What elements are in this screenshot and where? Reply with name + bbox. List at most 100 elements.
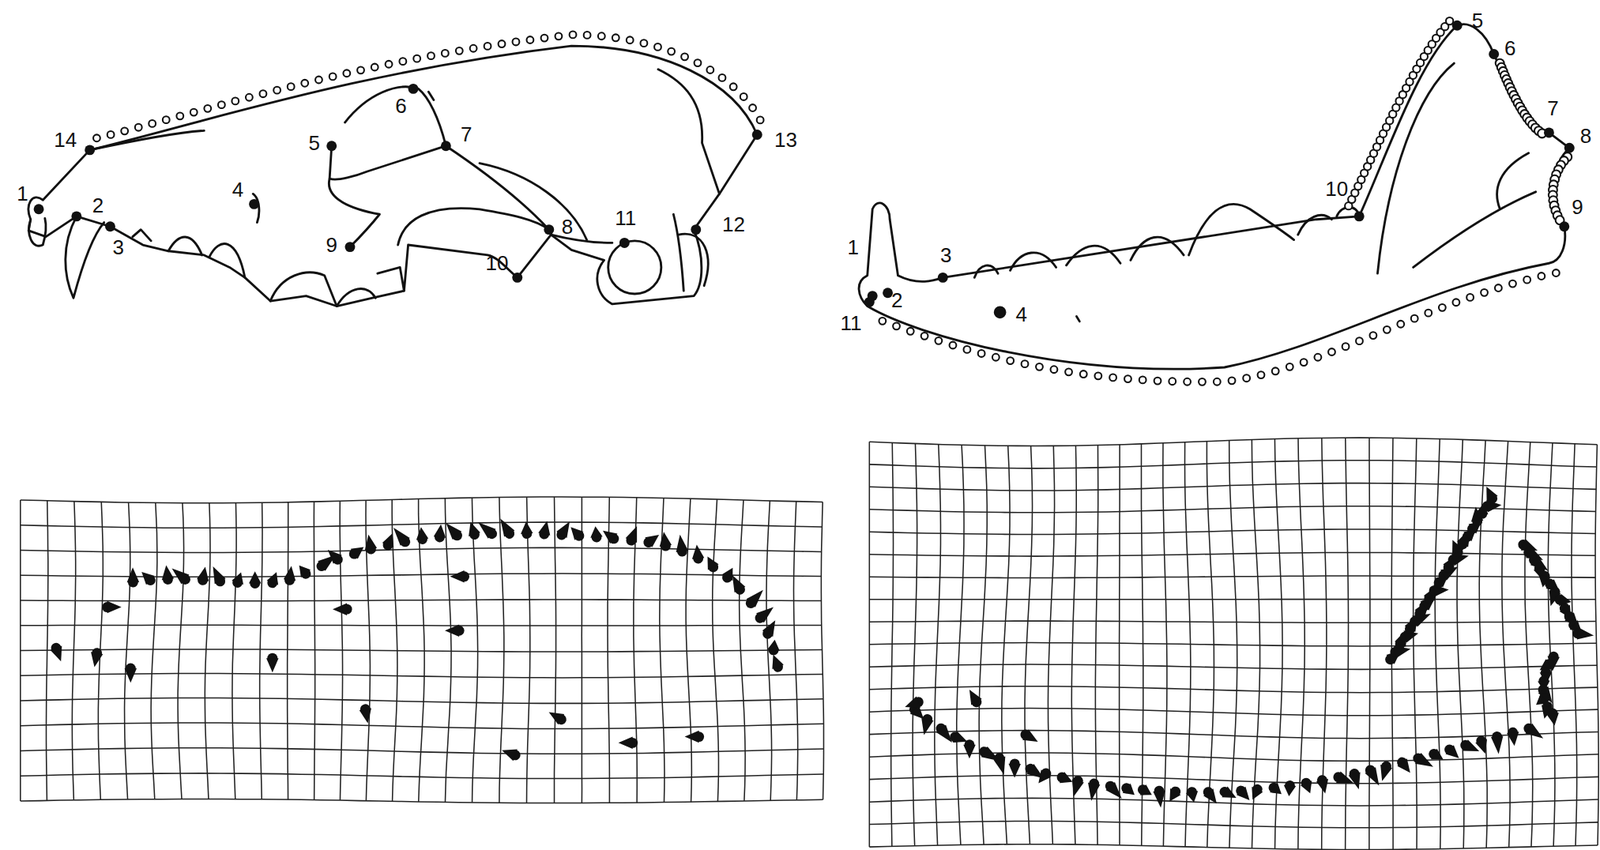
grid-line [869, 752, 1599, 761]
vector-head [519, 521, 533, 535]
grid-line [869, 730, 1599, 739]
landmark-number: 10 [1324, 178, 1349, 200]
vector-head [124, 668, 137, 683]
semilandmark [1198, 378, 1206, 386]
vector-head [388, 523, 411, 546]
vector-head [1008, 764, 1021, 779]
grid-line [869, 552, 1596, 557]
vector-head [1506, 731, 1521, 747]
deformation-vector [1347, 767, 1365, 791]
deformation-vector [264, 569, 283, 590]
deformation-vector [495, 515, 518, 542]
grid-line [287, 502, 289, 800]
grid-line [580, 496, 583, 803]
semilandmark [329, 72, 337, 80]
deformation-vector [657, 530, 673, 552]
vector-head [382, 531, 399, 548]
landmark-number: 4 [1015, 304, 1028, 325]
semilandmark [484, 42, 492, 50]
semilandmark [1006, 357, 1014, 365]
grid-line [1345, 437, 1349, 850]
grid-line [869, 775, 1599, 784]
deformation-vector [1008, 758, 1021, 778]
deformation-vector [362, 533, 378, 555]
semilandmark [719, 74, 727, 82]
semilandmark [963, 346, 972, 354]
landmark-number: 14 [52, 129, 78, 151]
grid-line [1229, 440, 1238, 849]
semilandmark [148, 120, 156, 128]
deformation-vector [1265, 779, 1286, 799]
deformation-vector [1571, 626, 1595, 642]
semilandmark [245, 94, 253, 102]
deformation-vector [414, 526, 430, 545]
semilandmark [1342, 342, 1350, 351]
semilandmark [706, 66, 714, 74]
deformation-vector [992, 751, 1010, 776]
vector-head [248, 571, 262, 584]
deformation-vector [623, 523, 643, 548]
landmark-number: 10 [484, 252, 509, 274]
grid-line [1595, 444, 1599, 846]
landmark-number: 11 [613, 207, 637, 229]
vector-head [323, 545, 342, 564]
vector-head [1547, 712, 1562, 727]
vector-head [1480, 484, 1498, 502]
vector-head [474, 517, 496, 539]
deformation-vector [1473, 734, 1491, 756]
grid-line [20, 547, 822, 553]
semilandmark [667, 48, 675, 56]
deformation-vector [380, 531, 398, 553]
deformation-vector [1054, 769, 1075, 787]
vector-head [450, 570, 465, 584]
landmark-number: 6 [1503, 37, 1517, 59]
semilandmark [1494, 284, 1503, 292]
grid-line [869, 686, 1598, 693]
semilandmark [470, 45, 478, 53]
grid-line [177, 503, 184, 800]
vector-head [207, 564, 226, 585]
masseteric-line [1413, 153, 1536, 268]
deformation-vector [137, 567, 159, 588]
coronoid-ridge [1377, 63, 1454, 274]
deformation-vector [918, 713, 935, 738]
grid-line [869, 598, 1596, 601]
deformation-vector [48, 641, 68, 664]
grid-line [1456, 439, 1465, 849]
grid-line [1047, 445, 1055, 844]
vector-head [1430, 749, 1447, 765]
auditory-bulla [608, 240, 662, 294]
grid-line [978, 445, 987, 845]
semilandmark [441, 49, 449, 57]
grid-line [20, 522, 823, 528]
semilandmark [1523, 276, 1531, 284]
semilandmark [1124, 375, 1132, 383]
landmark-number: 8 [1579, 125, 1593, 147]
semilandmark [1109, 374, 1117, 382]
vector-head [918, 718, 934, 737]
landmark-number: 11 [839, 312, 863, 334]
deformation-vector [640, 530, 663, 551]
grid-line [20, 722, 825, 730]
deformation-vector [690, 544, 705, 565]
semilandmark [1154, 377, 1162, 385]
grid-line [956, 444, 964, 845]
grid-line [20, 798, 824, 803]
grid-line [527, 496, 531, 803]
deformation-vector [566, 523, 588, 544]
vector-head [362, 533, 377, 550]
vector-head [1300, 780, 1317, 796]
vector-head [1122, 783, 1139, 800]
landmark-number: 7 [459, 124, 473, 145]
semilandmark [1300, 358, 1308, 366]
semilandmark [1065, 368, 1073, 376]
semilandmark [1537, 272, 1545, 280]
vector-head [644, 530, 663, 548]
mastoid [678, 233, 708, 286]
landmark-number: 13 [773, 129, 799, 151]
semilandmark [1552, 269, 1560, 277]
semilandmark [413, 55, 421, 63]
semilandmark [1213, 378, 1221, 386]
semilandmark [598, 32, 606, 40]
deformation-vector [441, 519, 466, 544]
